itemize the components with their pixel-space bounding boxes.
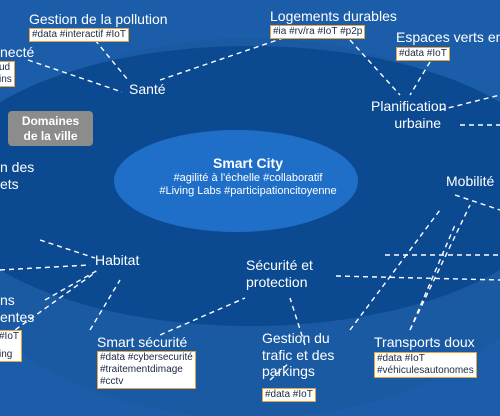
center-ellipse (114, 130, 358, 232)
tag-line: #data #cybersecurité (100, 352, 193, 363)
tag-line: #traitementdimage (100, 364, 183, 375)
topic-left-tags: #IoT ing (0, 330, 23, 362)
tag-line: #data #interactif #IoT (32, 29, 126, 40)
hub-line: Sécurité et (246, 257, 313, 273)
topic-transports-tags: #data #IoT #véhiculesautonomes (374, 352, 477, 378)
topic-line: Gestion du (262, 330, 330, 346)
hub-line: urbaine (394, 114, 442, 131)
center-tag-line: #Living Labs #participationcitoyenne (159, 185, 337, 197)
topic-espaces-tags: #data #IoT (396, 47, 450, 61)
center-title: Smart City (212, 155, 284, 171)
topic-connecte-tags: ud ins (0, 61, 15, 87)
hub-line: entes (0, 308, 35, 325)
domains-badge-line: de la ville (23, 129, 78, 143)
topic-smart-securite-tags: #data #cybersecurité #traitementdimage #… (97, 351, 196, 389)
hub-line: Planification (371, 98, 447, 114)
center-tags: #agilité à l'échelle #collaboratif #Livi… (140, 172, 356, 198)
hub-sante: Santé (129, 81, 166, 97)
tag-line: #data #IoT (399, 48, 447, 59)
hub-line: protection (246, 273, 308, 290)
topic-transports-title: Transports doux (374, 334, 475, 350)
topic-trafic-title: Gestion du trafic et des parkings (262, 330, 334, 380)
tag-line: #cctv (100, 376, 124, 387)
topic-pollution-tags: #data #interactif #IoT (29, 28, 129, 42)
hub-line: ns (0, 292, 15, 308)
tag-line: #ia #rv/ra #IoT #p2p (273, 26, 363, 37)
topic-trafic-tags: #data #IoT (262, 388, 316, 402)
topic-line: trafic et des (262, 346, 335, 363)
connector-lines (0, 34, 500, 381)
domains-badge: Domaines de la ville (8, 111, 93, 146)
tag-line: #IoT (0, 331, 20, 342)
hub-line: ets (0, 175, 19, 192)
hub-gestion-left: n des ets (0, 159, 34, 192)
topic-pollution-title: Gestion de la pollution (29, 11, 168, 27)
topic-espaces-title: Espaces verts en (396, 29, 500, 45)
hub-securite: Sécurité et protection (246, 257, 313, 290)
topic-logements-tags: #ia #rv/ra #IoT #p2p (270, 25, 366, 39)
hub-planification: Planification urbaine (371, 98, 447, 131)
tag-line: #data #IoT (265, 389, 313, 400)
tag-line: #data #IoT (377, 353, 425, 364)
hub-line: n des (0, 159, 35, 175)
hub-mobilite: Mobilité (446, 173, 495, 189)
tag-line: ing (0, 349, 13, 360)
topic-connecte-title: necté (0, 44, 35, 60)
hub-habitat: Habitat (95, 252, 140, 268)
topic-line: parkings (262, 363, 315, 380)
tag-line: ud (0, 62, 11, 73)
center-tag-line: #agilité à l'échelle #collaboratif (173, 172, 323, 184)
topic-logements-title: Logements durables (270, 8, 397, 24)
tag-line: #véhiculesautonomes (377, 365, 474, 376)
domains-badge-line: Domaines (21, 114, 80, 128)
tag-line: ins (0, 74, 12, 85)
hub-left-bottom: ns entes (0, 292, 34, 325)
topic-smart-securite-title: Smart sécurité (97, 334, 188, 350)
